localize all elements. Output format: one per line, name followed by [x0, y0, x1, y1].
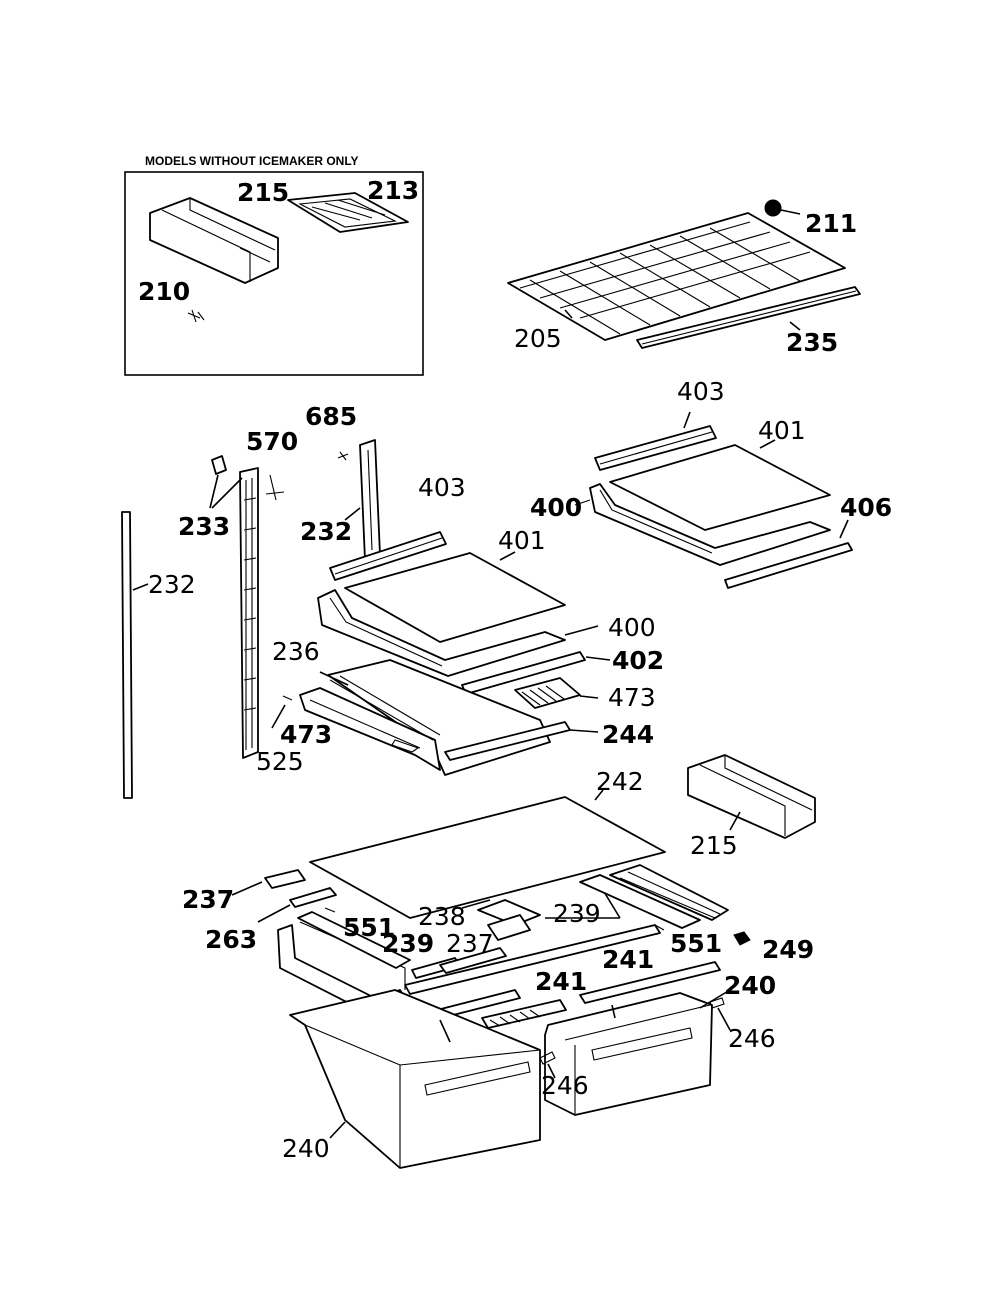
part-237-left [231, 869, 306, 896]
label-400-middle: 400 [608, 613, 656, 642]
part-246-left [539, 1051, 556, 1079]
part-242-glass [309, 789, 666, 919]
part-401-upper-right-glass [609, 439, 831, 531]
part-211 [764, 199, 801, 217]
label-211: 211 [805, 209, 857, 238]
part-403-upper-right [594, 411, 717, 471]
label-401-upper: 401 [758, 416, 806, 445]
part-551-left [324, 907, 336, 913]
part-473-right [514, 677, 599, 709]
part-401-middle-glass [344, 551, 566, 643]
label-240-left: 240 [282, 1134, 330, 1163]
part-233 [209, 455, 243, 509]
inset-title: MODELS WITHOUT ICEMAKER ONLY [145, 154, 359, 168]
label-685: 685 [305, 402, 357, 431]
part-237-mid [439, 947, 507, 974]
label-235: 235 [786, 328, 838, 357]
label-239-right: 239 [553, 899, 601, 928]
label-210: 210 [138, 277, 190, 306]
label-232-left: 232 [148, 570, 196, 599]
part-205-wire-shelf [507, 212, 846, 341]
part-213 [287, 192, 409, 233]
label-263: 263 [205, 925, 257, 954]
part-570 [265, 474, 285, 501]
label-236: 236 [272, 637, 320, 666]
label-246-right: 246 [728, 1024, 776, 1053]
part-400-upper-right-frame [574, 483, 831, 566]
part-525-ladder [239, 467, 259, 759]
part-labels: 215 213 210 211 205 235 403 401 400 406 … [138, 176, 892, 1163]
label-238: 238 [418, 902, 466, 931]
part-232-left-long [121, 511, 149, 799]
label-232-standard: 232 [300, 517, 352, 546]
part-long-rail [404, 924, 661, 995]
label-244: 244 [602, 720, 654, 749]
label-237-mid: 237 [446, 929, 494, 958]
part-246-right [709, 997, 731, 1031]
label-401-middle: 401 [498, 526, 546, 555]
label-233: 233 [178, 512, 230, 541]
part-685 [337, 451, 349, 461]
part-241-right [481, 961, 721, 1029]
part-235-rail [636, 286, 861, 349]
label-403-upper: 403 [677, 377, 725, 406]
label-473-right: 473 [608, 683, 656, 712]
label-239-left: 239 [382, 929, 434, 958]
part-210 [187, 309, 205, 323]
label-241-right: 241 [602, 945, 654, 974]
label-246-left: 246 [541, 1071, 589, 1100]
label-240-right: 240 [724, 971, 776, 1000]
label-241-left: 241 [535, 967, 587, 996]
part-406 [724, 519, 853, 589]
label-403-middle: 403 [418, 473, 466, 502]
part-215-inset [149, 197, 279, 284]
label-249: 249 [762, 935, 814, 964]
label-551-right: 551 [670, 929, 722, 958]
part-473-left [271, 695, 293, 729]
label-242: 242 [596, 767, 644, 796]
part-403-middle [329, 531, 447, 581]
label-237-left: 237 [182, 885, 234, 914]
label-215-inset: 215 [237, 178, 289, 207]
label-406: 406 [840, 493, 892, 522]
label-473-left: 473 [280, 720, 332, 749]
part-249 [733, 931, 751, 946]
label-215-bin: 215 [690, 831, 738, 860]
label-551-left: 551 [343, 913, 395, 942]
inset-box: MODELS WITHOUT ICEMAKER ONLY [124, 154, 424, 376]
part-crisper-right-rail [579, 864, 729, 929]
label-525: 525 [256, 747, 304, 776]
label-570: 570 [246, 427, 298, 456]
part-240-right-drawer [544, 989, 731, 1116]
part-crisper-left-frame [277, 911, 411, 1019]
label-402: 402 [612, 646, 664, 675]
part-400-middle-frame [317, 589, 599, 677]
part-263 [257, 887, 337, 923]
part-215-door-bin [687, 754, 816, 839]
label-205: 205 [514, 324, 562, 353]
part-240-left-drawer [289, 989, 541, 1169]
part-244 [444, 721, 599, 761]
label-400-upper: 400 [530, 493, 582, 522]
label-213: 213 [367, 176, 419, 205]
